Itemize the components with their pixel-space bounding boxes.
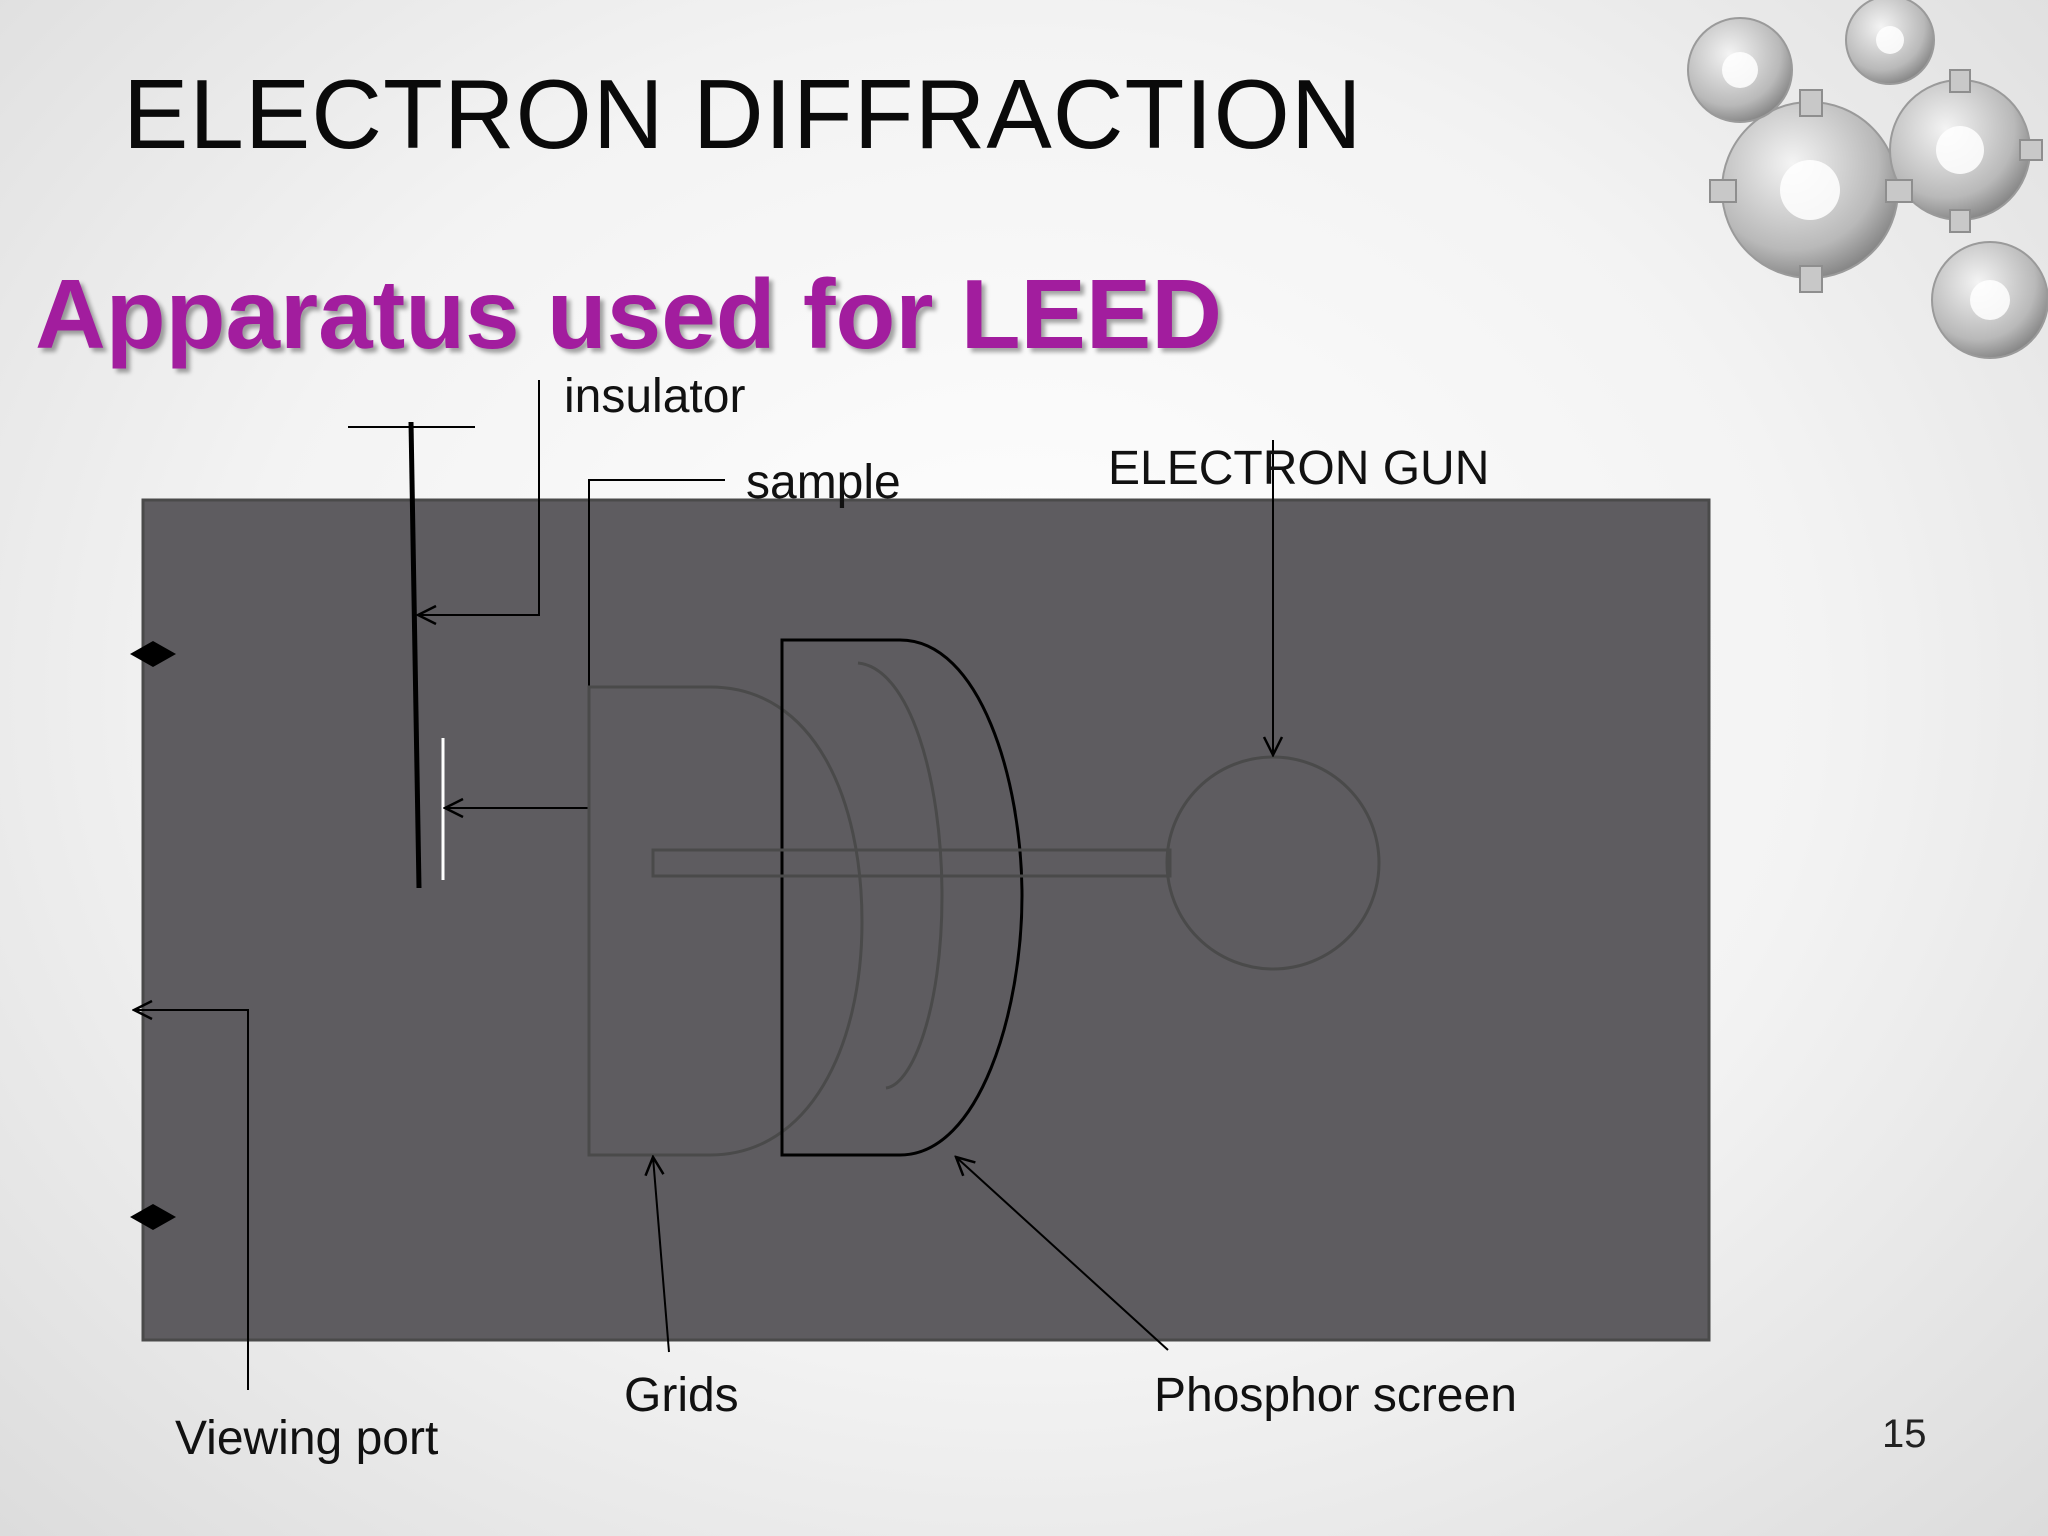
gears-icon bbox=[1687, 0, 2048, 359]
sample-label: sample bbox=[746, 456, 901, 509]
grids-label: Grids bbox=[624, 1369, 739, 1422]
page-number: 15 bbox=[1882, 1412, 1927, 1456]
insulator-label: insulator bbox=[564, 370, 746, 423]
phosphor-inner-arc bbox=[857, 661, 944, 1090]
diamond-icon bbox=[130, 641, 176, 667]
electron-gun bbox=[1165, 755, 1381, 971]
sample-leader bbox=[445, 479, 725, 808]
vacuum-chamber bbox=[141, 498, 1711, 1342]
slide-subtitle: Apparatus used for LEED bbox=[35, 259, 1223, 369]
insulator-leader bbox=[418, 380, 540, 615]
phosphor-screen bbox=[780, 638, 1024, 1157]
electron-beam-tube bbox=[651, 848, 1172, 878]
phosphor-screen-leader bbox=[956, 1157, 1169, 1351]
electron-gun-label: ELECTRON GUN bbox=[1108, 442, 1490, 495]
viewing-port-label: Viewing port bbox=[175, 1412, 439, 1465]
slide-title: ELECTRON DIFFRACTION bbox=[123, 59, 1363, 169]
viewing-port-leader bbox=[134, 1010, 249, 1390]
phosphor-screen-label: Phosphor screen bbox=[1154, 1369, 1517, 1422]
grids-leader bbox=[653, 1157, 670, 1353]
grids bbox=[587, 685, 864, 1157]
diamond-icon bbox=[130, 1204, 176, 1230]
sample-holder-rod bbox=[408, 421, 422, 889]
